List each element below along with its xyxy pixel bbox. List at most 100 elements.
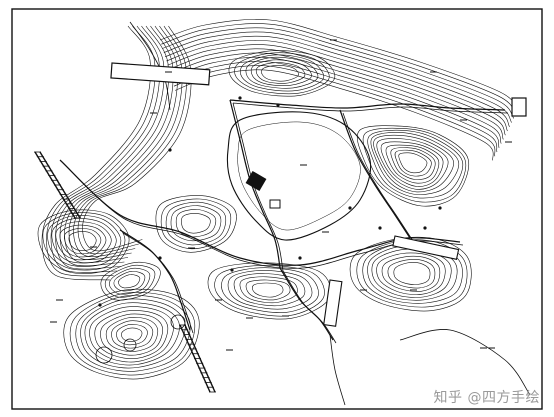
path-line-edge-5 bbox=[122, 232, 194, 334]
path-line-edge-6 bbox=[232, 102, 509, 114]
south-peninsula-contour bbox=[116, 323, 148, 346]
central-south-contour bbox=[227, 270, 313, 310]
pond-island bbox=[123, 338, 137, 352]
east-hill-contour bbox=[385, 144, 440, 184]
west-slope-contour bbox=[50, 25, 160, 273]
path-line-2 bbox=[229, 99, 281, 269]
survey-point bbox=[98, 303, 102, 307]
southeast-mound-contour bbox=[387, 259, 436, 289]
north-ridge-contour bbox=[163, 31, 512, 123]
northwest-boundary-line bbox=[129, 21, 171, 111]
west-knoll-contour bbox=[51, 218, 117, 264]
west-knoll-contour bbox=[55, 221, 112, 261]
survey-point bbox=[158, 256, 162, 260]
paths-and-roads bbox=[59, 21, 531, 406]
east-gate-block bbox=[511, 97, 527, 117]
south-peninsula-contour bbox=[69, 292, 196, 376]
west-knoll-contour bbox=[47, 215, 122, 267]
north-ridge-contour bbox=[169, 52, 502, 144]
annotation-marks bbox=[50, 39, 512, 351]
survey-point bbox=[230, 268, 234, 272]
small-knoll-contour bbox=[118, 274, 141, 289]
structures bbox=[34, 62, 527, 393]
north-ridge-contour bbox=[173, 65, 496, 157]
north-ridge-contour bbox=[172, 61, 498, 153]
east-hill-contour bbox=[367, 129, 464, 199]
south-peninsula-contour bbox=[84, 302, 180, 366]
north-knoll-contour bbox=[261, 64, 299, 82]
small-knoll-contour bbox=[113, 270, 146, 292]
south-peninsula-contour bbox=[80, 298, 186, 369]
west-knoll-contour bbox=[42, 212, 126, 271]
west-knoll-contour bbox=[59, 224, 107, 258]
southeast-boundary-line bbox=[399, 329, 531, 396]
survey-point bbox=[348, 206, 352, 210]
west-boardwalk bbox=[34, 151, 81, 219]
central-south-contour bbox=[239, 276, 298, 304]
survey-point bbox=[298, 256, 302, 260]
east-hill-contour bbox=[373, 134, 454, 193]
north-ridge-contour bbox=[164, 35, 510, 127]
north-knoll-contour bbox=[255, 62, 306, 84]
east-hill-contour bbox=[394, 149, 432, 177]
small-knoll-contour bbox=[100, 261, 161, 301]
south-peninsula-contour bbox=[100, 313, 163, 356]
south-boardwalk bbox=[179, 324, 216, 393]
north-knoll-contour bbox=[250, 59, 312, 87]
survey-point bbox=[423, 226, 427, 230]
central-south-contour bbox=[207, 262, 332, 320]
central-west-knoll-contour bbox=[165, 201, 227, 246]
north-ridge-contour bbox=[174, 69, 494, 161]
survey-point bbox=[238, 96, 242, 100]
central-west-knoll-contour bbox=[170, 205, 222, 242]
central-lawn-inner-edge bbox=[237, 121, 361, 231]
south-peninsula-contour bbox=[105, 317, 159, 352]
east-footbridge bbox=[392, 235, 460, 260]
path-line-edge-4 bbox=[282, 270, 337, 344]
south-peninsula-contour bbox=[63, 288, 200, 380]
north-ridge-contour bbox=[162, 27, 515, 119]
watermark-text: 知乎 @四方手绘 bbox=[433, 390, 540, 406]
small-pavilion bbox=[269, 199, 281, 209]
path-line-5 bbox=[119, 229, 191, 331]
east-hill-contour bbox=[376, 138, 449, 190]
central-west-knoll-contour bbox=[181, 213, 211, 234]
south-peninsula-contour bbox=[111, 320, 154, 349]
west-knoll-contour bbox=[37, 209, 130, 274]
north-ridge-contour bbox=[167, 44, 506, 136]
central-lawn-edge bbox=[226, 111, 372, 241]
pond-island bbox=[95, 346, 113, 364]
north-ridge-contour bbox=[166, 40, 508, 132]
southeast-mound-contour bbox=[393, 262, 431, 285]
north-knoll-contour bbox=[234, 52, 330, 95]
southeast-mound-contour bbox=[381, 256, 441, 292]
east-hill-contour bbox=[380, 141, 444, 187]
survey-point bbox=[438, 206, 442, 210]
north-ridge-contour bbox=[168, 48, 504, 140]
north-entrance-bridge bbox=[110, 62, 211, 86]
east-hill-contour bbox=[390, 147, 436, 180]
west-slope-contour bbox=[82, 25, 192, 252]
north-knoll-contour bbox=[239, 54, 325, 92]
small-knoll-contour bbox=[109, 267, 151, 295]
pond-island bbox=[170, 314, 186, 330]
central-south-contour bbox=[221, 267, 319, 313]
north-knoll-contour bbox=[245, 56, 319, 89]
path-line-edge-2 bbox=[232, 102, 284, 272]
central-west-knoll-contour bbox=[160, 198, 232, 250]
central-south-contour bbox=[245, 279, 291, 301]
north-knoll-contour bbox=[228, 50, 336, 97]
west-knoll-contour bbox=[64, 228, 102, 255]
north-ridge-contour bbox=[171, 56, 500, 148]
central-south-contour bbox=[233, 273, 306, 307]
central-west-knoll-contour bbox=[175, 209, 217, 238]
west-slope-contour bbox=[59, 25, 169, 267]
east-hill-contour bbox=[370, 132, 460, 195]
path-line-6 bbox=[229, 99, 506, 111]
small-knoll-contour bbox=[104, 264, 156, 298]
south-peninsula-contour bbox=[75, 295, 191, 372]
north-ridge-contour bbox=[161, 23, 517, 115]
southeast-mound-contour bbox=[376, 252, 446, 295]
survey-point bbox=[168, 148, 172, 152]
